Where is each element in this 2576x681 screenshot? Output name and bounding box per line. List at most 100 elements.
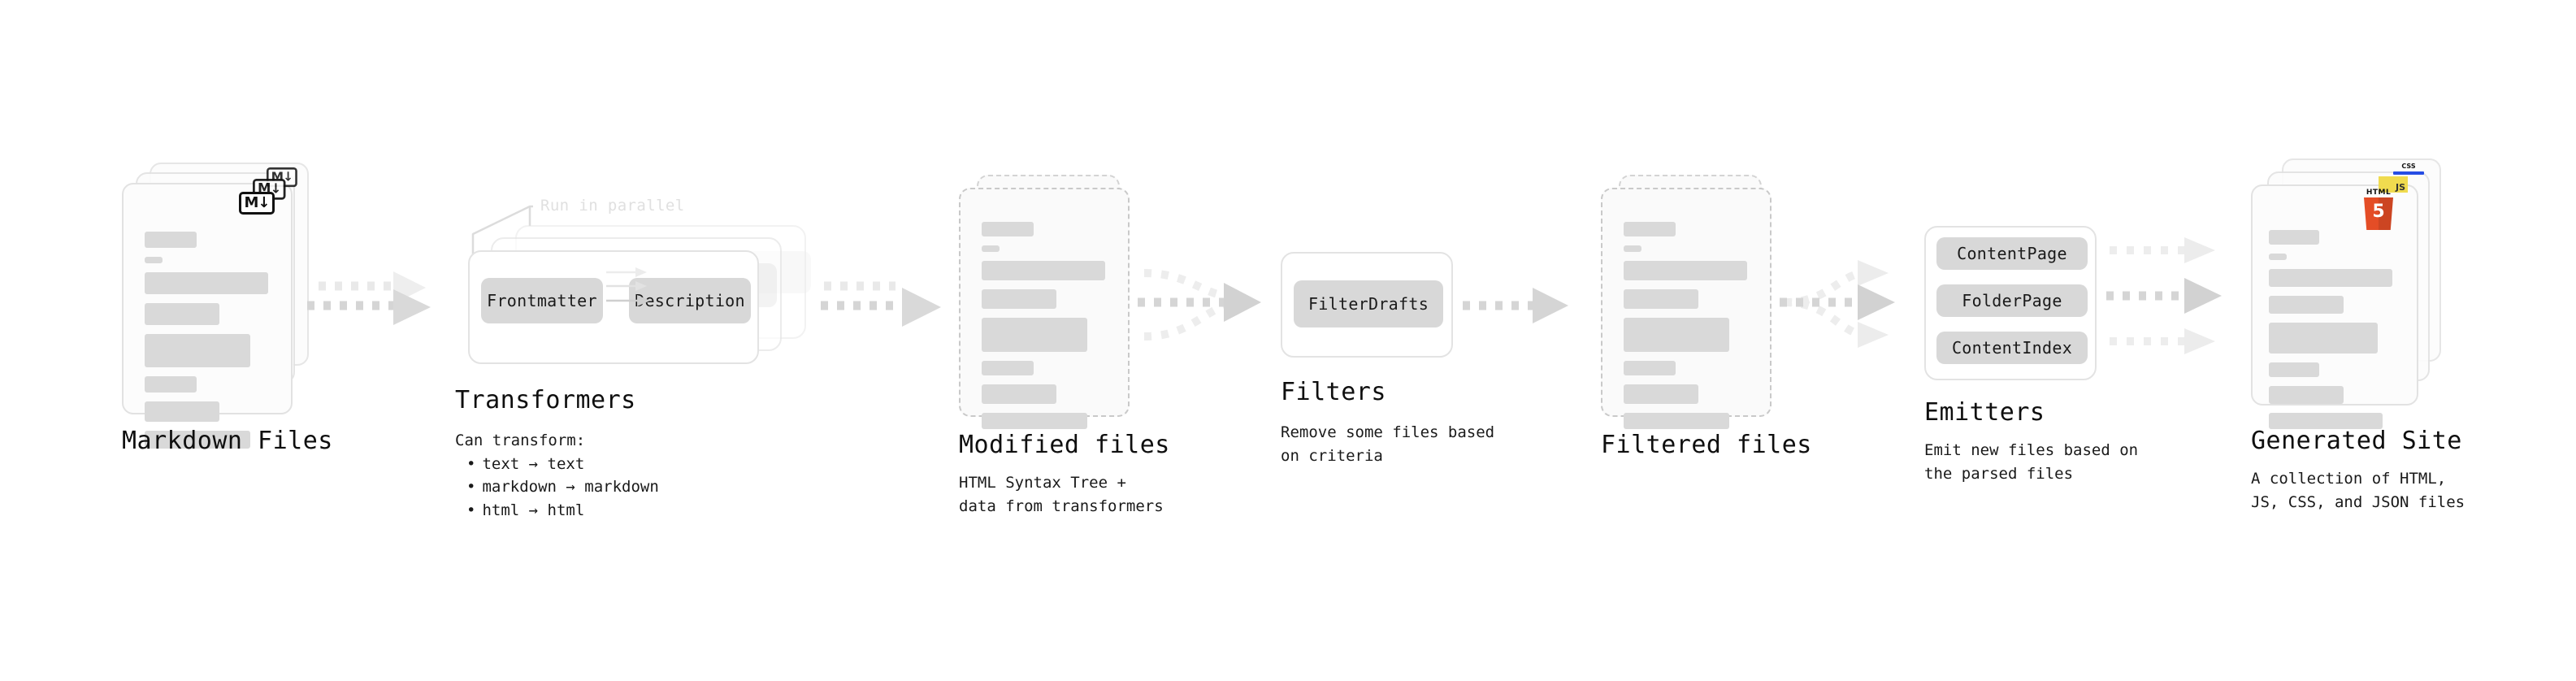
skeleton-bar: [1624, 289, 1698, 309]
stage-title-modified-files: Modified files: [959, 431, 1170, 459]
run-in-parallel-label: Run in parallel: [540, 197, 685, 215]
filters-caption: Remove some files based on criteria: [1281, 421, 1494, 467]
skeleton-bar: [982, 384, 1056, 404]
filter-chip-filterdrafts[interactable]: FilterDrafts: [1294, 280, 1443, 327]
skeleton-bar: [2269, 323, 2378, 354]
caption-line: on criteria: [1281, 446, 1383, 465]
transformers-caption: Can transform: text → text markdown → ma…: [455, 429, 659, 522]
stage-markdown-files: M↓ M↓ M↓ Markdown Files: [122, 163, 332, 455]
emitter-chip-contentindex[interactable]: ContentIndex: [1936, 332, 2088, 364]
js-icon-label: JS: [2395, 182, 2405, 193]
emitters-caption: Emit new files based on the parsed files: [1924, 439, 2138, 485]
modified-card-front: [959, 188, 1130, 429]
skeleton-bar: [982, 245, 1000, 252]
list-item: html → html: [466, 499, 659, 523]
skeleton-bar: [1624, 318, 1729, 352]
arrow-filtered-to-emitters: [1780, 260, 1895, 348]
skeleton-bar: [2269, 386, 2344, 404]
stage-title-filters: Filters: [1281, 378, 1386, 406]
modified-files-caption: HTML Syntax Tree + data from transformer…: [959, 471, 1164, 518]
skeleton-bar: [1624, 261, 1747, 280]
html5-icon: HTML: [2361, 189, 2431, 230]
caption-line: data from transformers: [959, 497, 1164, 515]
transformers-caption-lead: Can transform:: [455, 432, 586, 449]
markdown-icon-letter: M: [244, 194, 258, 211]
caption-line: HTML Syntax Tree +: [959, 474, 1126, 492]
stage-generated-site: CSS JS HTML Generated Site A collection …: [2251, 158, 2465, 511]
stage-modified-files: Modified files HTML Syntax Tree + data f…: [959, 175, 1169, 515]
skeleton-bar: [2269, 413, 2383, 429]
skeleton-bar: [1624, 384, 1698, 404]
stage-title-generated-site: Generated Site: [2251, 427, 2462, 455]
skeleton-bar: [2269, 269, 2392, 287]
filtered-card-front: [1601, 188, 1772, 429]
stage-title-transformers: Transformers: [455, 386, 636, 414]
caption-line: Emit new files based on: [1924, 441, 2139, 459]
run-in-parallel-bracket: [471, 205, 533, 264]
skeleton-bar: [982, 222, 1034, 236]
list-item: markdown → markdown: [466, 475, 658, 499]
stage-title-filtered-files: Filtered files: [1601, 431, 1812, 459]
caption-line: JS, CSS, and JSON files: [2251, 492, 2465, 511]
skeleton-bar: [2269, 254, 2287, 260]
css-icon: CSS: [2393, 163, 2431, 175]
emitter-chip-folderpage[interactable]: FolderPage: [1936, 284, 2088, 317]
skeleton-bar: [982, 361, 1034, 375]
skeleton-bar: [982, 289, 1056, 309]
html5-icon-word: HTML: [2366, 189, 2392, 197]
skeleton-bar: [1624, 245, 1641, 252]
skeleton-bar: [145, 272, 268, 294]
generated-skeleton-body: [2269, 230, 2400, 438]
generated-card-stack: CSS JS HTML: [2251, 158, 2446, 429]
transformer-inner-arrows: [606, 267, 650, 306]
arrow-markdown-to-transformers: [307, 271, 431, 325]
arrow-modified-to-filters: [1138, 269, 1261, 340]
filters-container: FilterDrafts: [1281, 252, 1453, 358]
transformer-container-front: Frontmatter Description: [468, 250, 759, 364]
markdown-skeleton-body: [145, 232, 270, 458]
skeleton-bar: [145, 232, 197, 248]
skeleton-bar: [145, 303, 219, 325]
arrow-emitters-to-site: [2106, 237, 2222, 354]
transformers-bullet-list: text → text markdown → markdown html → h…: [455, 453, 659, 523]
stage-emitters: ContentPage FolderPage ContentIndex Emit…: [1924, 226, 2138, 483]
modified-card-stack: [959, 175, 1134, 429]
skeleton-bar: [1624, 413, 1729, 429]
skeleton-bar: [982, 413, 1087, 429]
emitters-container: ContentPage FolderPage ContentIndex: [1924, 226, 2097, 380]
skeleton-bar: [145, 257, 163, 263]
markdown-card-stack: M↓ M↓ M↓: [122, 163, 309, 449]
skeleton-bar: [982, 318, 1087, 352]
filtered-skeleton-body: [1624, 222, 1749, 438]
filtered-card-stack: [1601, 175, 1776, 429]
css-icon-underline: [2393, 171, 2424, 175]
skeleton-bar: [2269, 296, 2344, 314]
skeleton-bar: [982, 261, 1105, 280]
stage-filters: FilterDrafts Filters Remove some files b…: [1281, 252, 1494, 465]
arrow-filters-to-filtered: [1463, 288, 1568, 323]
skeleton-bar: [1624, 222, 1676, 236]
markdown-icon: M↓: [239, 192, 294, 215]
list-item: text → text: [466, 453, 659, 476]
caption-line: A collection of HTML,: [2251, 470, 2447, 488]
skeleton-bar: [145, 334, 250, 367]
transformer-chip-frontmatter[interactable]: Frontmatter: [481, 278, 603, 323]
modified-skeleton-body: [982, 222, 1107, 438]
html5-icon-shield: [2364, 197, 2393, 230]
stage-filtered-files: Filtered files: [1601, 175, 1811, 459]
skeleton-bar: [145, 431, 250, 449]
skeleton-bar: [145, 401, 219, 422]
caption-line: Remove some files based: [1281, 423, 1495, 441]
stage-title-markdown-files: Markdown Files: [122, 427, 333, 455]
markdown-card-front: [122, 183, 293, 449]
arrow-transformers-to-modified: [821, 281, 941, 327]
emitter-chip-contentpage[interactable]: ContentPage: [1936, 237, 2088, 270]
skeleton-bar: [2269, 362, 2319, 377]
skeleton-bar: [145, 376, 197, 393]
js-icon: JS: [2379, 176, 2431, 193]
css-icon-label: CSS: [2401, 163, 2416, 170]
skeleton-bar: [1624, 361, 1676, 375]
generated-site-caption: A collection of HTML, JS, CSS, and JSON …: [2251, 467, 2465, 514]
stage-title-emitters: Emitters: [1924, 398, 2045, 427]
